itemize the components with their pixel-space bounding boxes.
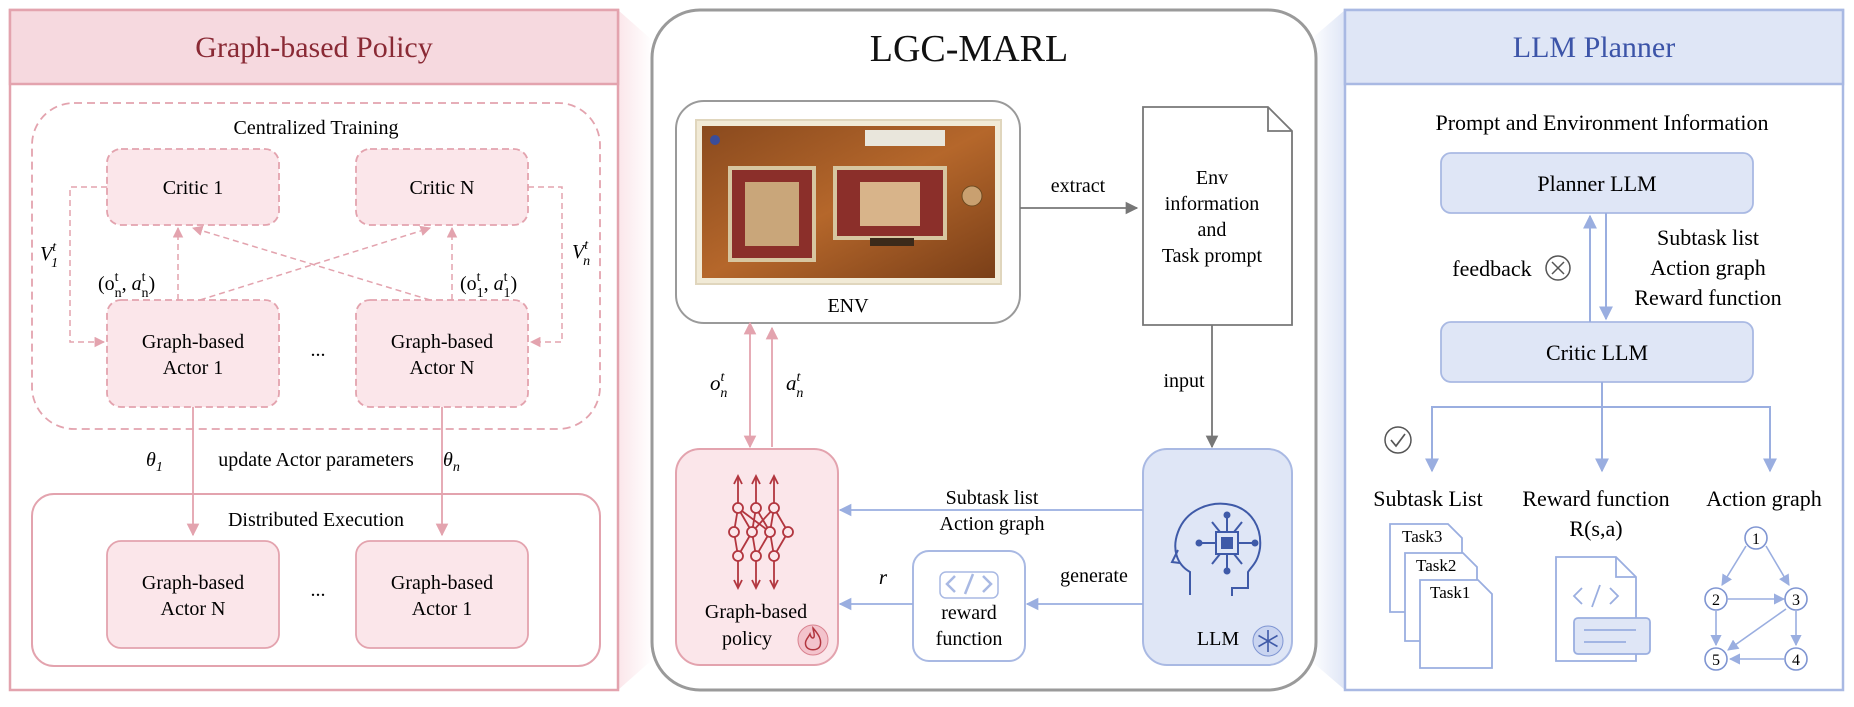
accept-check-icon xyxy=(1384,426,1412,454)
task-3-label: Task3 xyxy=(1402,527,1442,546)
centralized-ellipsis: ... xyxy=(311,339,326,361)
distributed-execution-label: Distributed Execution xyxy=(228,509,404,531)
critic-llm-label: Critic LLM xyxy=(1546,340,1648,365)
reward-code-doc-icon xyxy=(1555,556,1651,662)
centralized-training-box xyxy=(31,102,601,430)
arrow-actor1-criticn xyxy=(199,225,432,301)
actor-1-line1: Graph-based xyxy=(142,331,244,353)
centralized-training-label: Centralized Training xyxy=(234,117,399,139)
planner-llm-box xyxy=(1440,152,1754,214)
center-panel-title: LGC-MARL xyxy=(870,28,1068,70)
code-icon xyxy=(939,571,999,599)
neural-network-icon xyxy=(728,473,794,591)
dist-actor-right-box xyxy=(355,540,529,649)
zoom-shade-left xyxy=(618,10,652,690)
output-line-2: Action graph xyxy=(1650,255,1765,280)
critic-llm-box xyxy=(1440,321,1754,383)
task-document-stack xyxy=(1389,523,1493,669)
doc-line-4: Task prompt xyxy=(1162,245,1263,267)
env-scene-image xyxy=(695,119,1002,285)
dist-actor-left-box xyxy=(106,540,280,649)
task-1-label: Task1 xyxy=(1430,583,1470,602)
llm-label: LLM xyxy=(1197,628,1239,650)
theta-n-label: θn xyxy=(443,449,460,475)
policy-label-2: policy xyxy=(722,628,772,650)
doc-line-1: Env xyxy=(1196,167,1228,189)
critic-1-box xyxy=(106,148,280,226)
action-graph-diagram: 1 2 3 4 5 xyxy=(1704,526,1808,671)
doc-line-2: information xyxy=(1165,193,1259,215)
input-label: input xyxy=(1163,370,1205,392)
critic-1-label: Critic 1 xyxy=(163,177,224,199)
dist-actor-left-line2: Actor N xyxy=(161,598,226,620)
brain-chip-icon xyxy=(1170,502,1262,596)
zoom-shade-right xyxy=(1310,10,1345,690)
arrow-value-right xyxy=(528,186,563,348)
dist-actor-left-line1: Graph-based xyxy=(142,572,244,594)
critic-n-label: Critic N xyxy=(410,177,475,199)
reward-function-box xyxy=(912,550,1026,662)
center-panel: LGC-MARL ENV extract Env information and… xyxy=(650,8,1318,692)
graph-node-1: 1 xyxy=(1752,531,1760,548)
planner-llm-label: Planner LLM xyxy=(1537,171,1656,196)
distributed-execution-box xyxy=(31,493,601,667)
doc-line-3: and xyxy=(1198,219,1227,241)
graph-node-3: 3 xyxy=(1792,592,1800,609)
dist-actor-right-line1: Graph-based xyxy=(391,572,493,594)
reward-label-2: function xyxy=(936,628,1003,650)
arrow-actorn-critic1 xyxy=(191,225,431,301)
graph-node-2: 2 xyxy=(1712,592,1720,609)
actor-1-box xyxy=(106,299,280,408)
reward-function-formula: R(s,a) xyxy=(1569,516,1622,541)
r-label: r xyxy=(879,565,888,589)
right-panel-title: LLM Planner xyxy=(1513,31,1675,64)
output-line-3: Reward function xyxy=(1634,285,1781,310)
generate-label: generate xyxy=(1060,565,1128,587)
reward-function-title: Reward function xyxy=(1522,486,1669,511)
feedback-label: feedback xyxy=(1452,256,1531,281)
action-graph-title: Action graph xyxy=(1706,486,1821,511)
subtask-arrow-label-2: Action graph xyxy=(940,513,1045,535)
subtask-list-title: Subtask List xyxy=(1373,486,1482,511)
env-label: ENV xyxy=(827,295,869,317)
env-info-document xyxy=(1142,106,1293,326)
distributed-ellipsis: ... xyxy=(311,579,326,601)
reward-label-1: reward xyxy=(941,602,997,624)
output-line-1: Subtask list xyxy=(1657,225,1759,250)
left-panel-title: Graph-based Policy xyxy=(195,31,432,64)
actor-n-box xyxy=(355,299,529,408)
prompt-env-label: Prompt and Environment Information xyxy=(1436,110,1769,135)
left-panel: Graph-based Policy Centralized Training … xyxy=(8,8,620,692)
arrow-value-left xyxy=(69,186,107,348)
extract-label: extract xyxy=(1051,175,1106,197)
graph-node-4: 4 xyxy=(1792,652,1800,669)
subtask-arrow-label-1: Subtask list xyxy=(946,487,1039,509)
right-panel: LLM Planner Prompt and Environment Infor… xyxy=(1343,8,1845,692)
theta-1-label: θ1 xyxy=(146,449,163,475)
policy-label-1: Graph-based xyxy=(705,601,807,623)
actor-n-line2: Actor N xyxy=(410,357,475,379)
reject-icon xyxy=(1545,255,1571,281)
snowflake-icon xyxy=(1252,625,1284,657)
fire-icon xyxy=(797,624,829,656)
update-actor-label: update Actor parameters xyxy=(218,449,414,471)
actor-n-line1: Graph-based xyxy=(391,331,493,353)
graph-node-5: 5 xyxy=(1712,652,1720,669)
task-2-label: Task2 xyxy=(1416,556,1456,575)
dist-actor-right-line2: Actor 1 xyxy=(412,598,473,620)
actor-1-line2: Actor 1 xyxy=(163,357,224,379)
